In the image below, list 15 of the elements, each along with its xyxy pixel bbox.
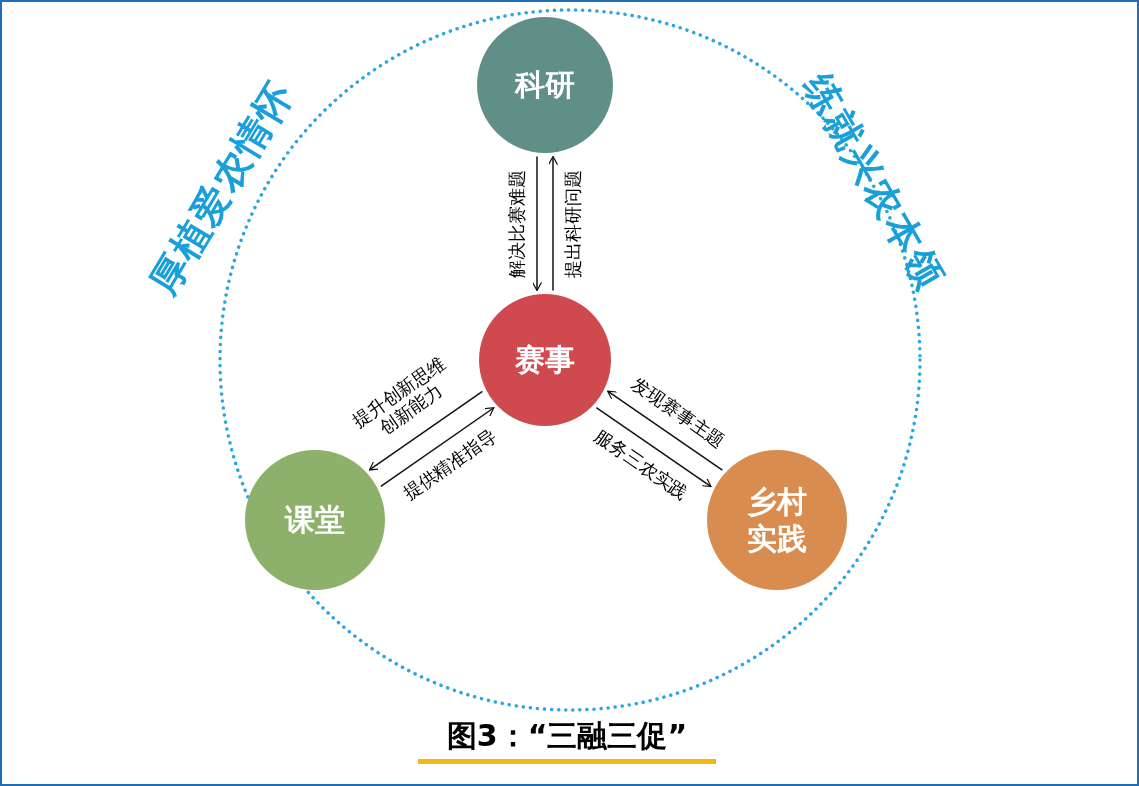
arrow (380, 407, 495, 488)
arrow (531, 155, 543, 292)
arrow (606, 390, 724, 471)
slogan-text: 厚植爱农情怀 (139, 72, 304, 304)
edge-label: 解决比赛难题 (506, 169, 528, 278)
arrow (368, 390, 484, 471)
edge-label: 提出科研问题 (562, 169, 584, 278)
node-label: 乡村实践 (746, 482, 808, 558)
slogan-text: 练就兴农本领 (794, 65, 955, 299)
node-label: 科研 (515, 66, 575, 104)
node-label: 课堂 (285, 501, 345, 539)
node-label: 赛事 (515, 341, 575, 379)
caption: 图3：“三融三促” (446, 717, 688, 755)
arrow (547, 155, 559, 292)
arrow (595, 406, 712, 488)
